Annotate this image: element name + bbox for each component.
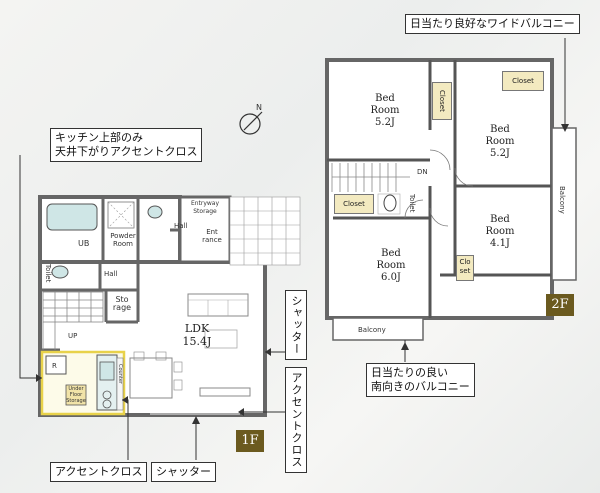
callout-kitchen-ceiling-line1: キッチン上部のみ (55, 131, 143, 144)
toilet-2f-label: Toilet (408, 194, 416, 213)
callout-shutter-right: シャッター (285, 290, 307, 360)
callout-shutter-bottom: シャッター (151, 462, 216, 482)
bed-room-3: Bed Room 4.1J (475, 214, 525, 250)
bed-room-1-name: Bed Room (370, 93, 400, 116)
under-floor-storage-label: Under Floor Storage (66, 386, 86, 404)
door-swings-2f (404, 149, 474, 227)
stairs-dn-label: DN (417, 168, 428, 176)
bed-room-4-name: Bed Room (376, 248, 406, 271)
bed-room-1-size: 5.2J (375, 117, 395, 128)
stairs-2f (331, 163, 410, 192)
hall-label-1: Hall (174, 222, 188, 230)
sofa (187, 293, 249, 317)
bed-room-2-size: 5.2J (490, 148, 510, 159)
closet-2f-4: Clo set (456, 255, 474, 281)
bathtub (46, 203, 98, 231)
balcony-bottom-label: Balcony (358, 326, 386, 334)
fridge-label: R (52, 362, 57, 370)
closet-2f-3: Closet (334, 194, 374, 214)
floor-badge-2f: 2F (546, 294, 574, 316)
bed-room-1: Bed Room 5.2J (360, 93, 410, 129)
toilet-fixture-2f (383, 194, 397, 212)
callout-accent-right: アクセントクロス (285, 367, 307, 473)
powder-sink (147, 205, 163, 219)
bed-room-4-size: 6.0J (381, 272, 401, 283)
tv-board (199, 387, 251, 397)
bed-room-2: Bed Room 5.2J (475, 124, 525, 160)
toilet-1f-label: Toilet (44, 264, 52, 283)
ldk: LDK 15.4J (172, 322, 222, 348)
ldk-name: LDK (184, 322, 210, 335)
closet-2f-2: Closet (502, 71, 544, 91)
callout-kitchen-ceiling-line2: 天井下がりアクセントクロス (55, 145, 198, 158)
closet-2f-1: Closet (432, 82, 452, 120)
entrance-tiles (229, 196, 301, 266)
counter-label: Counter (117, 364, 123, 384)
callout-accent-bottom: アクセントクロス (50, 462, 148, 482)
floor-badge-1f: 1F (236, 430, 264, 452)
balcony-right-label: Balcony (558, 186, 566, 214)
dining-table (129, 357, 173, 399)
callout-wide-balcony: 日当たり良好なワイドバルコニー (405, 14, 580, 34)
bed-room-2-name: Bed Room (485, 124, 515, 147)
bed-room-4: Bed Room 6.0J (366, 248, 416, 284)
entryway-storage-label: Entryway Storage (190, 200, 220, 215)
balcony-bottom-2f (332, 317, 424, 341)
toilet-fixture-1f (51, 265, 69, 279)
compass-north-label: N (256, 103, 262, 112)
callout-south-balcony: 日当たりの良い 南向きのバルコニー (366, 363, 475, 397)
callout-south-balcony-line1: 日当たりの良い (371, 366, 448, 379)
stairs-1f (42, 291, 104, 350)
hall-label-2: Hall (104, 270, 118, 278)
compass-icon (239, 111, 263, 135)
bed-room-3-name: Bed Room (485, 214, 515, 237)
callout-south-balcony-line2: 南向きのバルコニー (371, 380, 470, 393)
callout-kitchen-ceiling: キッチン上部のみ 天井下がりアクセントクロス (50, 128, 203, 162)
balcony-right-2f (551, 127, 577, 281)
stairs-up-label: UP (68, 332, 78, 340)
storage-label: Sto rage (112, 295, 132, 312)
ldk-size: 15.4J (182, 335, 212, 348)
powder-room-label: Powder Room (110, 232, 136, 248)
ub-label: UB (78, 239, 90, 248)
entrance-label: Ent rance (202, 228, 222, 244)
bed-room-3-size: 4.1J (490, 238, 510, 249)
